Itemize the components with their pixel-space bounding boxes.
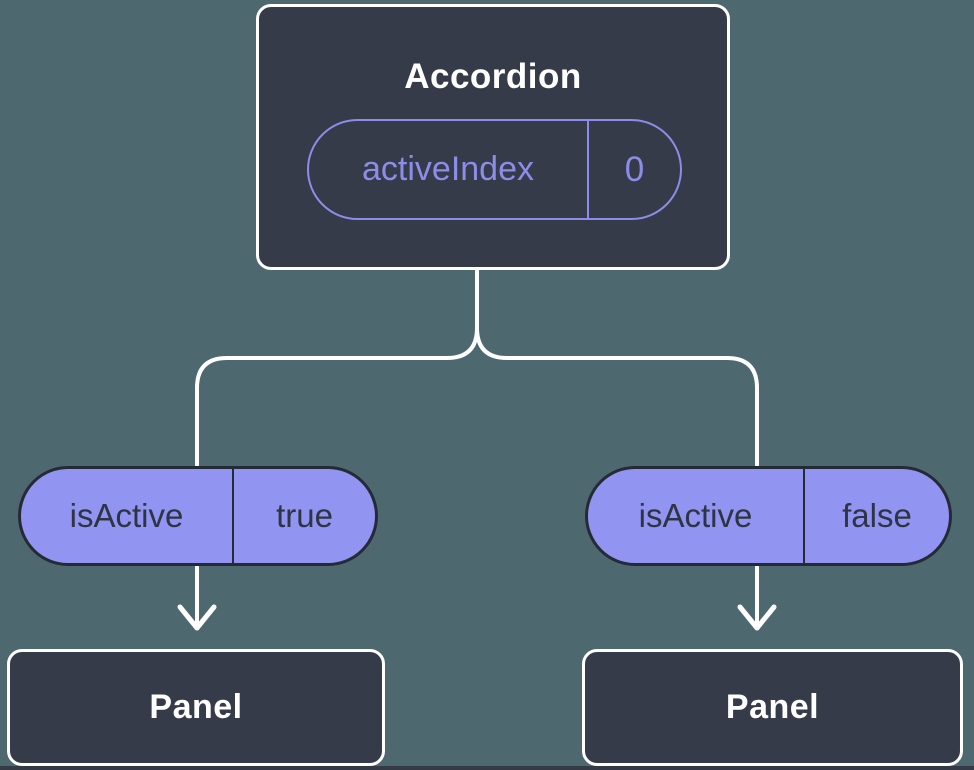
right-arrowhead-icon	[737, 604, 777, 631]
prop-value: true	[276, 497, 333, 534]
root-to-left-child-connector	[195, 256, 479, 628]
state-value: 0	[624, 149, 645, 189]
prop-pill-right: isActive false	[585, 466, 952, 566]
panel-component-node-right: Panel	[582, 649, 963, 766]
panel-component-node-left: Panel	[7, 649, 385, 766]
prop-name: isActive	[638, 497, 753, 534]
prop-value: false	[842, 497, 912, 534]
root-to-right-child-connector	[475, 256, 759, 628]
pill-divider	[803, 469, 805, 563]
state-name: activeIndex	[362, 150, 534, 188]
prop-name: isActive	[69, 497, 184, 534]
pill-divider	[587, 121, 589, 218]
accordion-component-node: Accordion activeIndex 0	[256, 4, 730, 270]
bottom-edge-strip	[0, 766, 974, 770]
state-pill: activeIndex 0	[307, 119, 682, 220]
pill-divider	[232, 469, 234, 563]
component-title: Accordion	[404, 57, 582, 96]
left-arrowhead-icon	[177, 604, 217, 631]
prop-pill-left: isActive true	[18, 466, 378, 566]
